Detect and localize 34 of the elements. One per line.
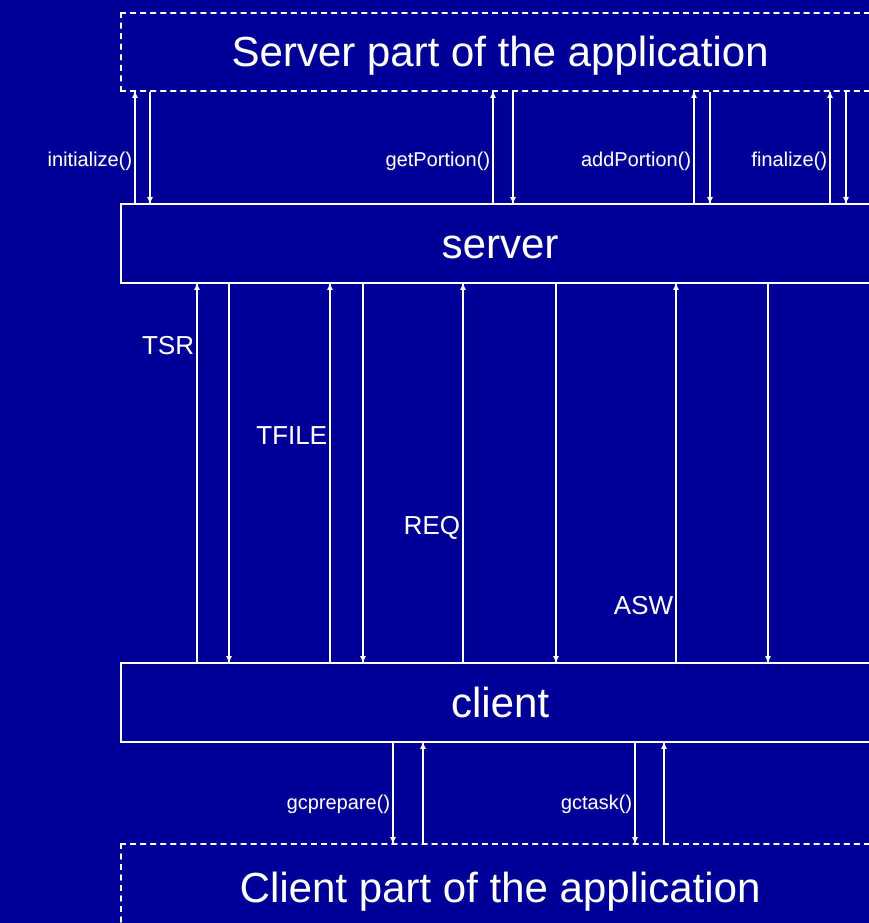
arrow — [460, 284, 466, 662]
dashed-box — [120, 12, 869, 92]
arrow — [510, 92, 516, 203]
arrow — [553, 284, 559, 662]
arrow — [490, 92, 496, 203]
box-title: Server part of the application — [232, 31, 768, 73]
arrow — [827, 92, 833, 203]
edge-label: getPortion() — [386, 150, 490, 170]
arrow — [390, 743, 396, 843]
arrow — [632, 743, 638, 843]
arrow — [360, 284, 366, 662]
box-title: Client part of the application — [240, 867, 760, 909]
arrow — [420, 743, 426, 843]
box-title: client — [450, 682, 550, 724]
arrow — [132, 92, 138, 203]
arrow — [327, 284, 333, 662]
arrow — [147, 92, 153, 203]
arrow — [707, 92, 713, 203]
box-title: server — [442, 222, 558, 264]
arrow — [765, 284, 771, 662]
arrow — [661, 743, 667, 843]
arrow — [226, 284, 232, 662]
arrow — [691, 92, 697, 203]
arrow — [673, 284, 679, 662]
edge-label: initialize() — [48, 150, 132, 170]
edge-label: gctask() — [560, 793, 632, 813]
arrow — [194, 284, 200, 662]
edge-label: gcprepare() — [286, 793, 390, 813]
edge-label: finalize() — [751, 150, 827, 170]
arrow — [843, 92, 849, 203]
dashed-box — [120, 843, 869, 923]
edge-label: addPortion() — [580, 150, 691, 170]
process-box — [120, 203, 869, 284]
process-box — [120, 662, 869, 743]
